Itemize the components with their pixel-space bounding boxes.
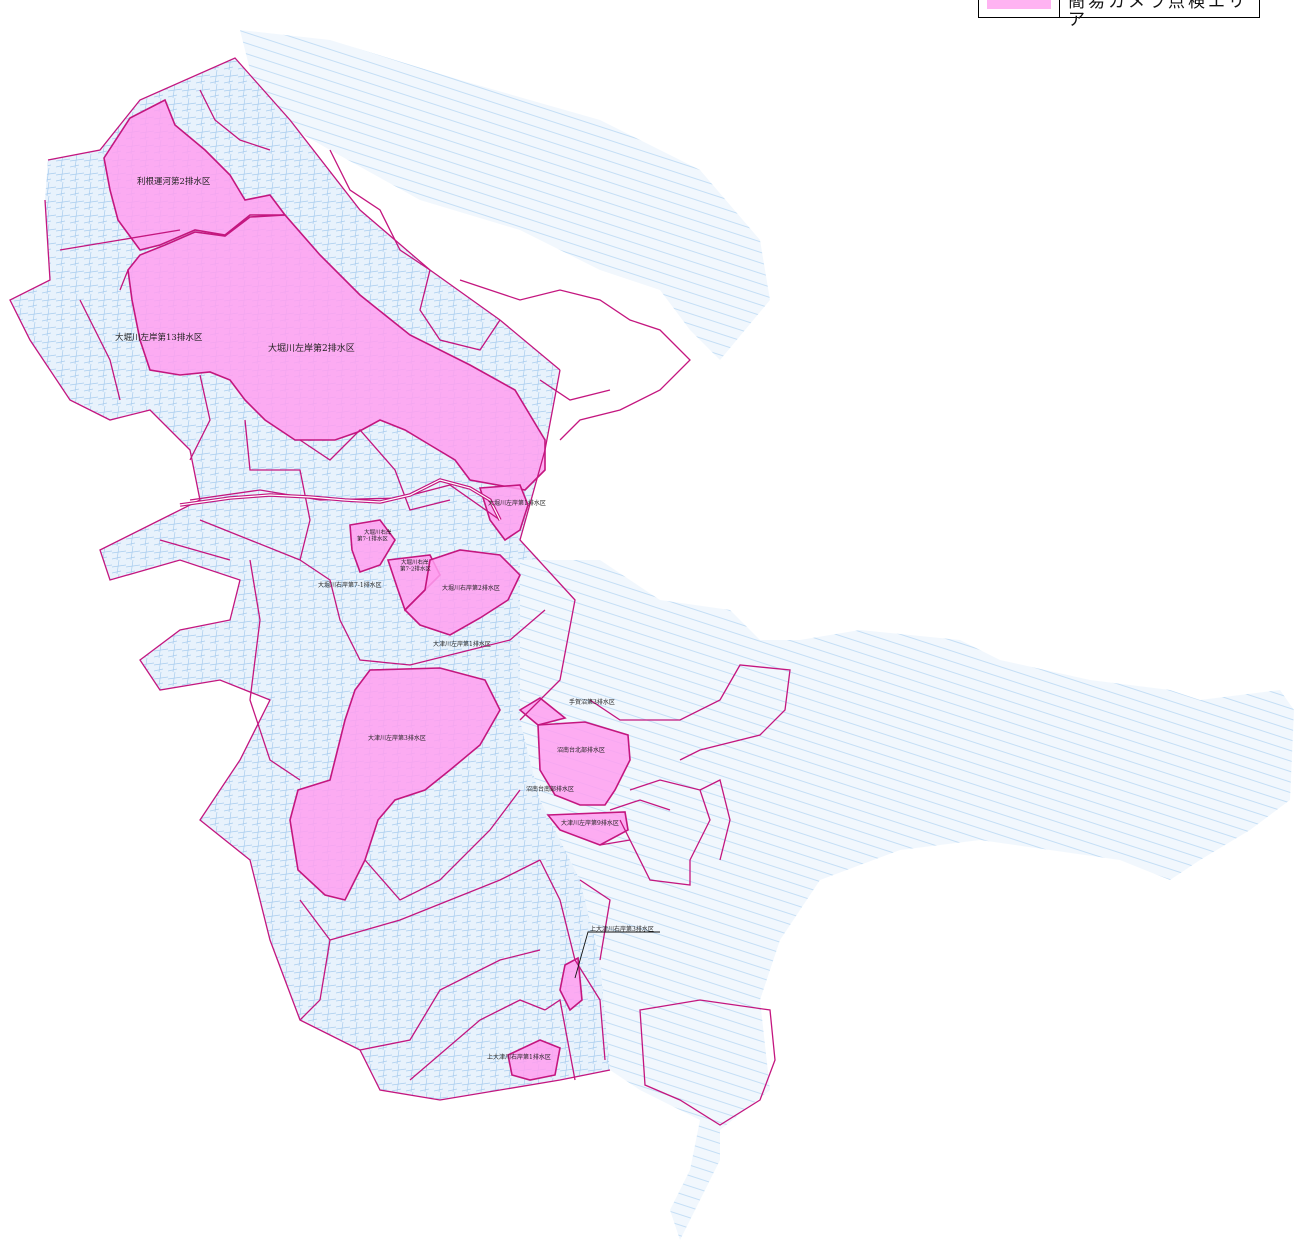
area-ohori-left-1 [478, 484, 529, 542]
label-ohori-left-2: 大堀川左岸第2排水区 [268, 342, 355, 354]
label-kamiotsu-right-1: 上大津川右岸第1排水区 [487, 1053, 551, 1061]
ohori-river-inner [179, 479, 501, 521]
area-ohori-left-2 [127, 214, 546, 491]
map-legend: 簡易カメラ点検エリア [978, 0, 1260, 30]
label-ohori-right-7-1-b: 大堀川右岸第7-1排水区 [318, 581, 382, 589]
area-shonandai-north [537, 721, 631, 806]
label-tega-3: 手賀沼第3排水区 [569, 698, 615, 706]
area-ohori-right-2 [403, 549, 521, 636]
leader-line [574, 931, 660, 979]
label-line: 第7-1排水区 [357, 535, 388, 543]
label-line: 大堀川右岸 [401, 558, 429, 566]
label-otsu-left-9: 大津川左岸第9排水区 [561, 819, 619, 827]
area-kamiotsu-right-3 [559, 956, 583, 1012]
area-tega-3-strip [518, 697, 567, 726]
label-ohori-left-13: 大堀川左岸第13排水区 [115, 332, 203, 343]
label-tone-canal-2: 利根運河第2排水区 [137, 176, 211, 187]
area-otsu-left-9 [546, 811, 629, 846]
label-ohori-right-7-2: 大堀川右岸 第7-2排水区 [400, 558, 431, 573]
label-ohori-left-1: 大堀川左岸第1排水区 [488, 499, 546, 507]
label-shonandai-north: 沼南台北部排水区 [557, 746, 605, 754]
label-ohori-right-2: 大堀川右岸第2排水区 [442, 584, 500, 592]
inspection-areas [103, 98, 631, 1081]
legend-label: 簡易カメラ点検エリア [1068, 0, 1248, 30]
area-ohori-right-7-1 [349, 519, 396, 574]
area-kamiotsu-right-1 [507, 1039, 561, 1081]
label-otsu-left-1: 大津川左岸第1排水区 [433, 640, 491, 648]
label-otsu-left-3: 大津川左岸第3排水区 [368, 734, 426, 742]
label-ohori-right-7-1-a: 大堀川右岸 第7-1排水区 [357, 528, 393, 543]
district-labels: 利根運河第2排水区 大堀川左岸第13排水区 大堀川左岸第2排水区 大堀川左岸第1… [115, 176, 654, 1061]
north-farmland [240, 30, 770, 360]
legend-swatch [987, 0, 1051, 9]
label-shonandai-south: 沼南台南部排水区 [526, 785, 574, 793]
district-boundaries [9, 57, 791, 1126]
label-line: 大堀川右岸 [364, 528, 392, 536]
label-line: 第7-2排水区 [400, 565, 431, 573]
legend-swatch-cell [979, 0, 1060, 17]
label-kamiotsu-right-3: 上大津川右岸第3排水区 [590, 925, 654, 933]
east-area [520, 560, 1294, 1240]
